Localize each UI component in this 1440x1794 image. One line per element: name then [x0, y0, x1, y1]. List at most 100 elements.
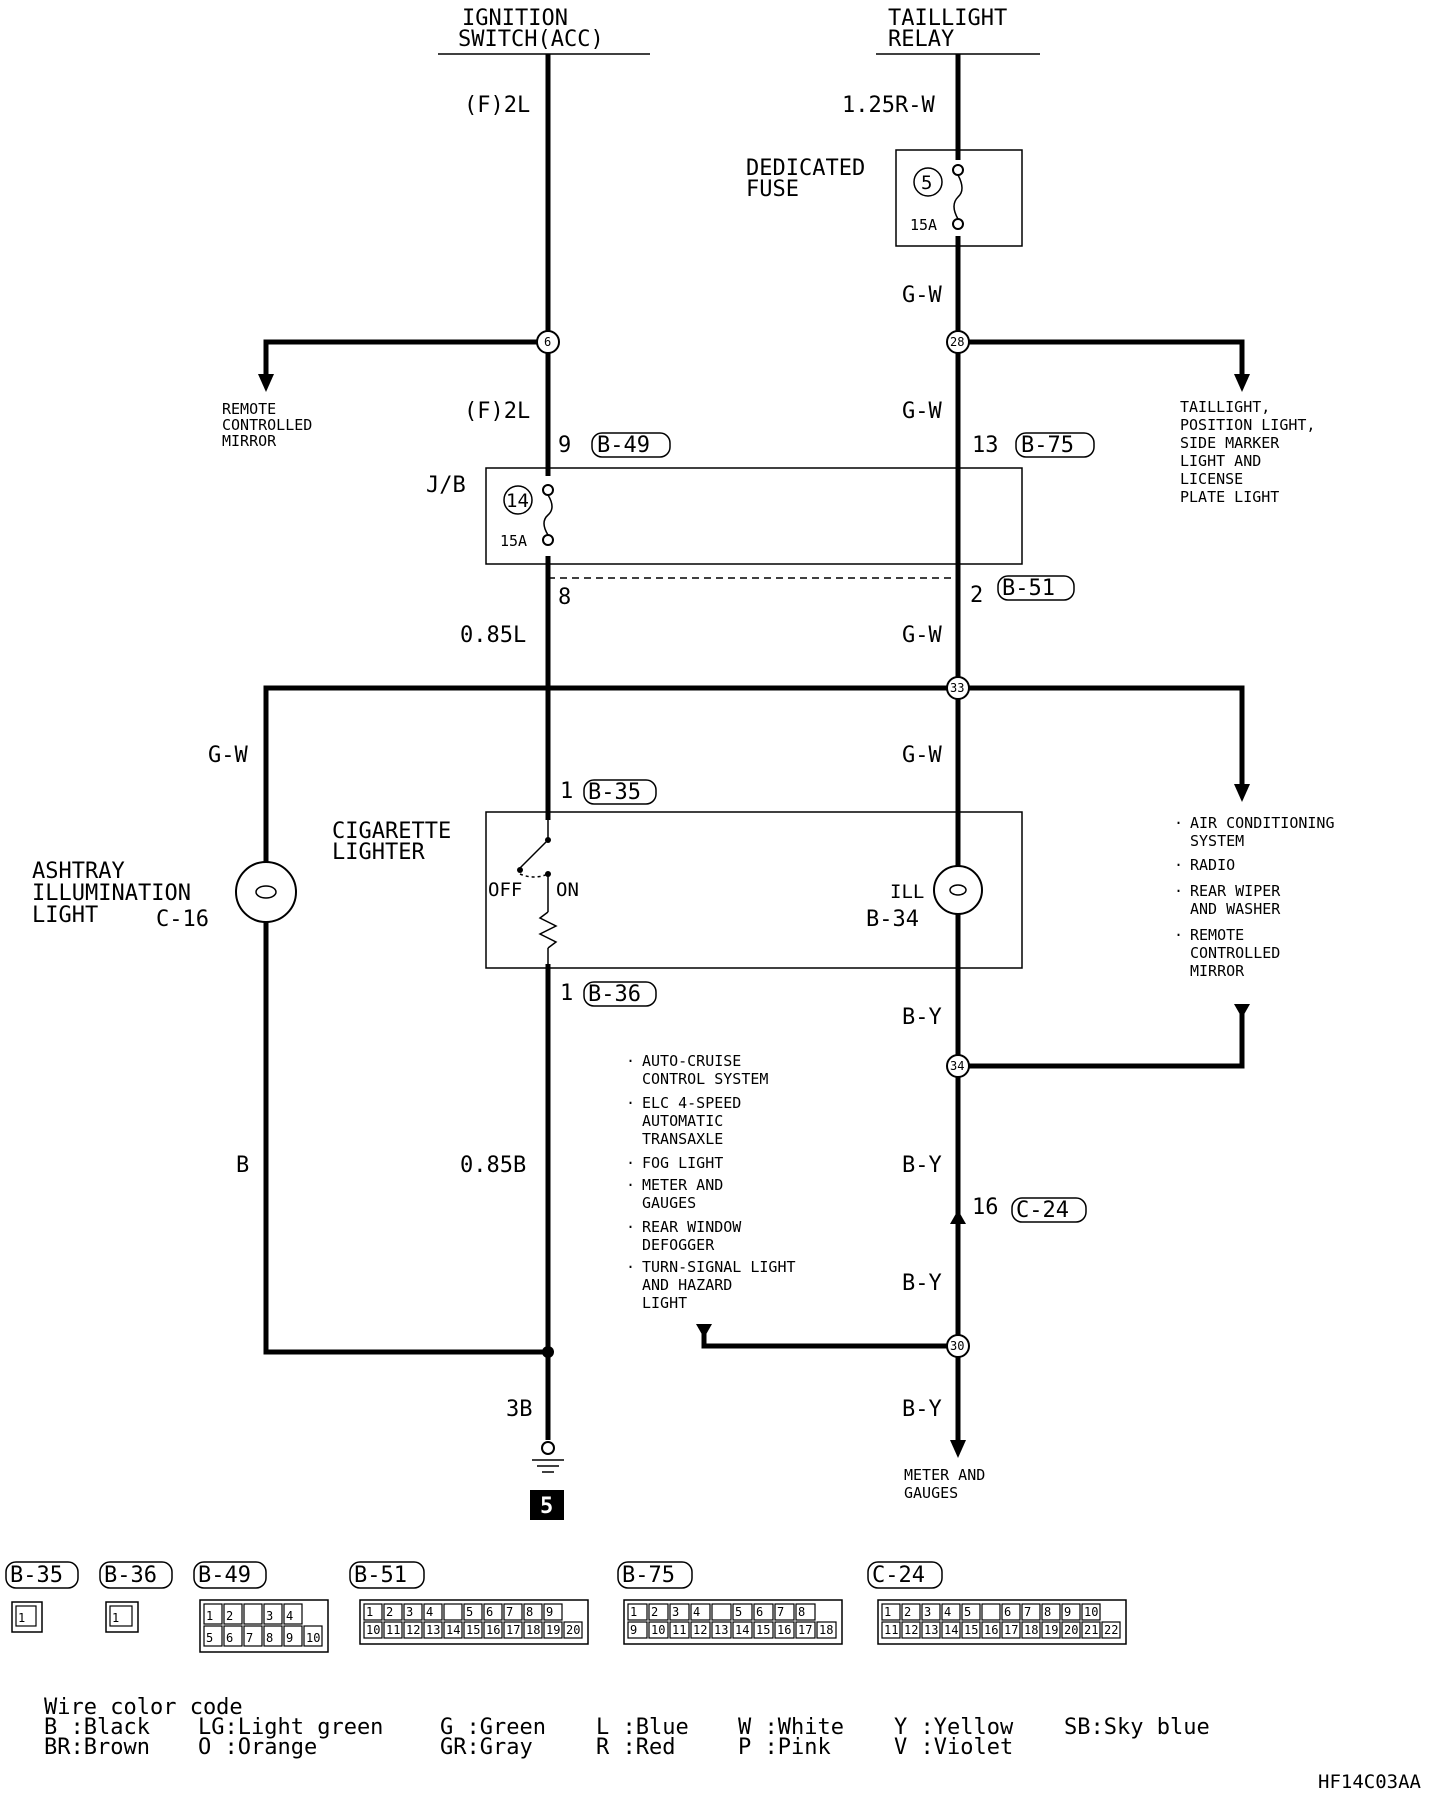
connector-pin: 2 [651, 1605, 658, 1619]
remote-mirror-destination: REMOTE CONTROLLED MIRROR [222, 400, 312, 450]
cruise-list-7: METER AND [642, 1176, 723, 1194]
connector-pin: 13 [714, 1623, 728, 1637]
wire-label-f2l-top: (F)2L [464, 93, 530, 118]
connector-pin: 15 [466, 1623, 480, 1637]
dedicated-fuse: DEDICATED FUSE 5 15A [746, 149, 1023, 247]
junction-block: J/B 14 15A 9 B-49 13 B-75 8 2 B-51 [426, 432, 1095, 610]
conn-view-b51-label: B-51 [354, 1563, 407, 1588]
connector-pin: 3 [266, 1609, 273, 1623]
wire-label-085l: 0.85L [460, 623, 526, 648]
connector-pin: 20 [1064, 1623, 1078, 1637]
connector-pin: 3 [924, 1605, 931, 1619]
wire-label-f2l-mid: (F)2L [464, 399, 530, 424]
legend-title: Wire color code [44, 1695, 243, 1720]
junction-33: 33 [946, 676, 970, 700]
connector-pin: 16 [984, 1623, 998, 1637]
jb-pin-9: 9 [558, 433, 571, 458]
connector-pin: 16 [777, 1623, 791, 1637]
cruise-list-4: AUTOMATIC [642, 1112, 723, 1130]
lighter-label-2: LIGHTER [332, 840, 425, 865]
conn-view-b35-label: B-35 [10, 1563, 63, 1588]
taillight-dest-1: TAILLIGHT, [1180, 398, 1270, 416]
connector-pin: 1 [18, 1611, 25, 1625]
conn-view-b75-label: B-75 [622, 1563, 675, 1588]
connector-pin: 1 [884, 1605, 891, 1619]
connector-pin: 9 [1064, 1605, 1071, 1619]
jb-pin-2: 2 [970, 583, 983, 608]
wire-label-gw-left: G-W [208, 743, 248, 768]
cruise-list-11: TURN-SIGNAL LIGHT [642, 1258, 796, 1276]
conn-view-c24-label: C-24 [872, 1563, 925, 1588]
connector-pin: 7 [246, 1631, 253, 1645]
junction-30: 30 [946, 1334, 970, 1358]
jb-pin-13: 13 [972, 433, 999, 458]
legend-item-y: Y :Yellow [894, 1715, 1014, 1740]
ashtray-label-3: LIGHT [32, 903, 98, 928]
connector-pin: 19 [1044, 1623, 1058, 1637]
ac-branch [958, 685, 1245, 788]
ground-symbol: 5 [530, 1441, 564, 1520]
connector-pin: 7 [506, 1605, 513, 1619]
ill-connector-label: B-34 [866, 907, 919, 932]
wire-label-by-2: B-Y [902, 1153, 942, 1178]
lighter-conn-b36: B-36 [588, 982, 641, 1007]
ac-list-3: RADIO [1190, 856, 1235, 874]
connector-pin: 21 [1084, 1623, 1098, 1637]
connector-pin: 2 [386, 1605, 393, 1619]
ignition-switch-header: IGNITION SWITCH(ACC) [438, 6, 650, 55]
connector-pin: 4 [944, 1605, 951, 1619]
taillight-relay-header: TAILLIGHT RELAY [876, 6, 1040, 55]
legend-item-r: R :Red [596, 1735, 675, 1760]
cruise-list-10: DEFOGGER [642, 1236, 715, 1254]
legend-item-gr: GR:Gray [440, 1735, 533, 1760]
taillight-dest-4: LIGHT AND [1180, 452, 1261, 470]
connector-pin: 5 [466, 1605, 473, 1619]
connector-pin: 6 [486, 1605, 493, 1619]
lighter-conn-b35: B-35 [588, 780, 641, 805]
connector-pin: 1 [206, 1609, 213, 1623]
ac-list-2: SYSTEM [1190, 832, 1244, 850]
conn-view-b35: 1 [11, 1601, 43, 1633]
dedicated-fuse-box [895, 149, 1023, 247]
connector-pin: 17 [1004, 1623, 1018, 1637]
junction-34-label: 34 [950, 1059, 964, 1073]
connector-pin: 10 [1084, 1605, 1098, 1619]
connector-pin: 8 [266, 1631, 273, 1645]
jb-conn-b75: B-75 [1021, 433, 1074, 458]
meter-text-2: GAUGES [904, 1484, 958, 1502]
svg-text:·: · [626, 1176, 635, 1194]
fuse-14-circle [503, 485, 533, 515]
fuse-14-amp: 15A [500, 532, 527, 550]
junction-33-label: 33 [950, 681, 964, 695]
connector-pin: 7 [1024, 1605, 1031, 1619]
connector-pin: 13 [924, 1623, 938, 1637]
ac-list-5: AND WASHER [1190, 900, 1281, 918]
jb-label: J/B [426, 473, 466, 498]
ac-list-6: REMOTE [1190, 926, 1244, 944]
figure-code: HF14C03AA [1318, 1771, 1422, 1793]
connector-pin: 15 [964, 1623, 978, 1637]
ac-list-4: REAR WIPER [1190, 882, 1281, 900]
wire-label-b-left: B [236, 1153, 249, 1178]
ashtray-lamp [235, 861, 297, 923]
legend-item-lg: LG:Light green [198, 1715, 383, 1740]
jb-box [485, 467, 1023, 565]
ground-splice [542, 1346, 554, 1358]
fuse-5-circle [913, 167, 943, 197]
wire-label-085b: 0.85B [460, 1153, 526, 1178]
connector-pin: 11 [884, 1623, 898, 1637]
ashtray-connector-label: C-16 [156, 907, 209, 932]
lighter-box [485, 811, 1023, 969]
jb-conn-b51: B-51 [1002, 576, 1055, 601]
legend-item-g: G :Green [440, 1715, 546, 1740]
connector-pin: 2 [904, 1605, 911, 1619]
connector-pin: 14 [735, 1623, 749, 1637]
connector-pin: 3 [406, 1605, 413, 1619]
junction-30-label: 30 [950, 1339, 964, 1353]
connector-pin: 9 [286, 1631, 293, 1645]
ac-list-7: CONTROLLED [1190, 944, 1280, 962]
lighter-switch [519, 839, 549, 869]
taillight-label-1: TAILLIGHT [888, 6, 1007, 31]
wire-label-by-1: B-Y [902, 1005, 942, 1030]
